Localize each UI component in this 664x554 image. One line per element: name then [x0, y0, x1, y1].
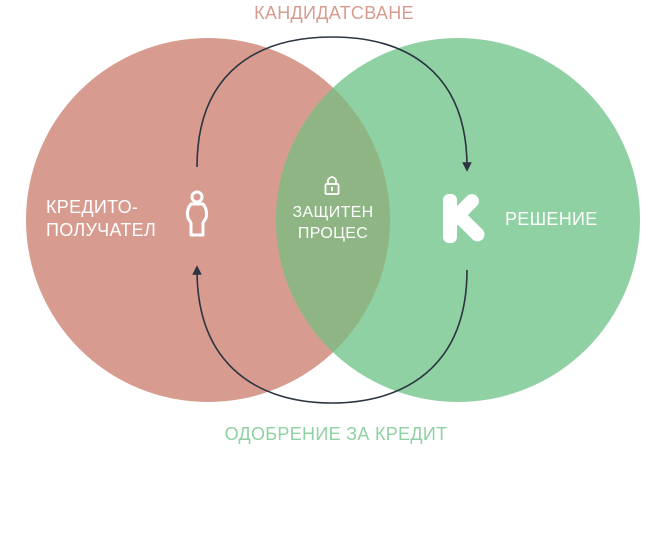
center-label-line2: ПРОЦЕС	[298, 225, 368, 242]
left-circle-label-line2: ПОЛУЧАТЕЛ	[46, 220, 156, 240]
left-circle	[26, 38, 390, 402]
center-label-line1: ЗАЩИТЕН	[293, 204, 374, 221]
bottom-arc-arrow	[192, 265, 468, 404]
top-label: КАНДИДАТСВАНЕ	[254, 3, 414, 23]
bottom-label: ОДОБРЕНИЕ ЗА КРЕДИТ	[225, 424, 448, 444]
right-circle-label: РЕШЕНИЕ	[505, 209, 598, 229]
left-circle-label-line1: КРЕДИТО-	[46, 197, 138, 217]
lock-icon	[324, 176, 340, 195]
person-icon	[185, 190, 209, 237]
top-arc-arrow	[196, 36, 472, 172]
k-logo-icon	[443, 194, 485, 243]
